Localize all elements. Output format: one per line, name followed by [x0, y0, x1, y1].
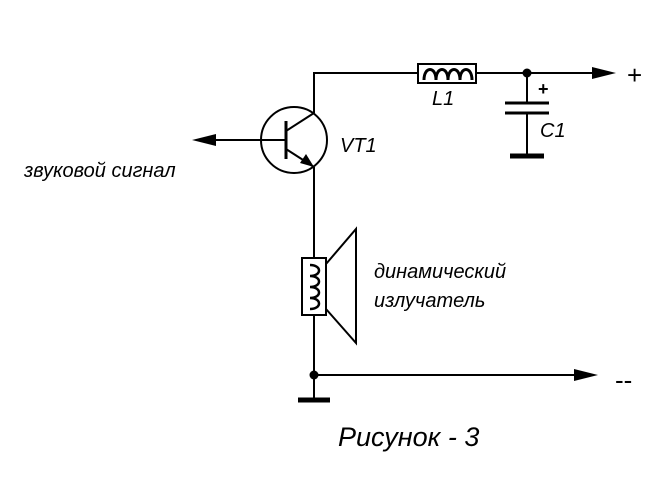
capacitor-polarity-mark: +	[538, 79, 549, 99]
negative-terminal-label: --	[615, 365, 632, 395]
speaker-label-line2: излучатель	[374, 290, 485, 312]
capacitor-label: C1	[540, 120, 566, 142]
signal-label: звуковой сигнал	[23, 160, 176, 182]
signal-output-arrow	[192, 134, 216, 146]
collector-wire	[313, 72, 418, 113]
transistor-vt1	[214, 106, 328, 174]
speaker	[301, 226, 357, 346]
inductor-l1	[417, 63, 477, 84]
speaker-label-line1: динамический	[374, 261, 506, 283]
transistor-label: VT1	[340, 135, 377, 157]
capacitor-c1	[505, 73, 549, 159]
negative-terminal-arrow	[574, 369, 598, 381]
figure-caption: Рисунок - 3	[338, 422, 479, 452]
positive-terminal-arrow	[592, 67, 616, 79]
inductor-label: L1	[432, 88, 454, 110]
positive-terminal-label: +	[627, 60, 642, 90]
